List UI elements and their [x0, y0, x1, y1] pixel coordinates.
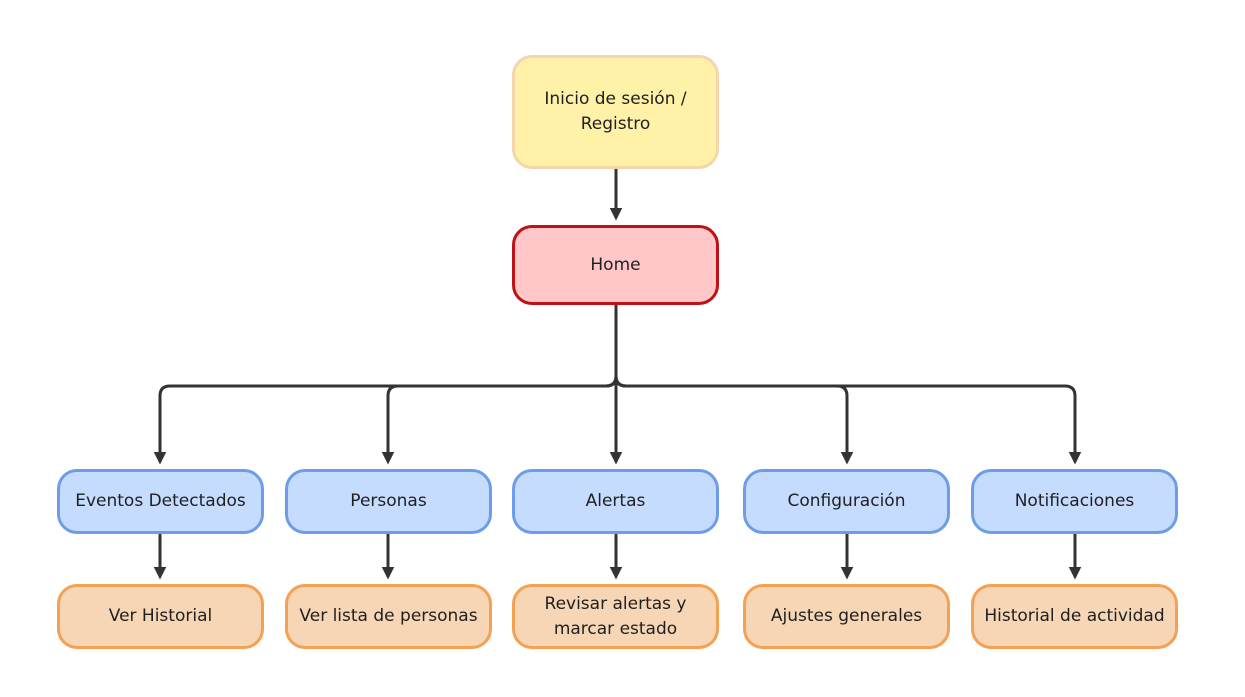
node-ver-historial: Ver Historial [57, 584, 264, 649]
node-home: Home [512, 225, 719, 305]
node-eventos-detectados: Eventos Detectados [57, 469, 264, 534]
node-configuracion: Configuración [743, 469, 950, 534]
node-historial-actividad: Historial de actividad [971, 584, 1178, 649]
node-revisar-alertas: Revisar alertas y marcar estado [512, 584, 719, 649]
node-alertas: Alertas [512, 469, 719, 534]
arrow-home-to-personas [381, 375, 618, 465]
node-notificaciones: Notificaciones [971, 469, 1178, 534]
arrow-home-to-configuracion [614, 375, 854, 465]
arrow-home-to-notificaciones [614, 375, 1082, 465]
node-personas: Personas [285, 469, 492, 534]
node-login-registro: Inicio de sesión / Registro [512, 55, 719, 169]
node-ver-lista-personas: Ver lista de personas [285, 584, 492, 649]
node-ajustes-generales: Ajustes generales [743, 584, 950, 649]
